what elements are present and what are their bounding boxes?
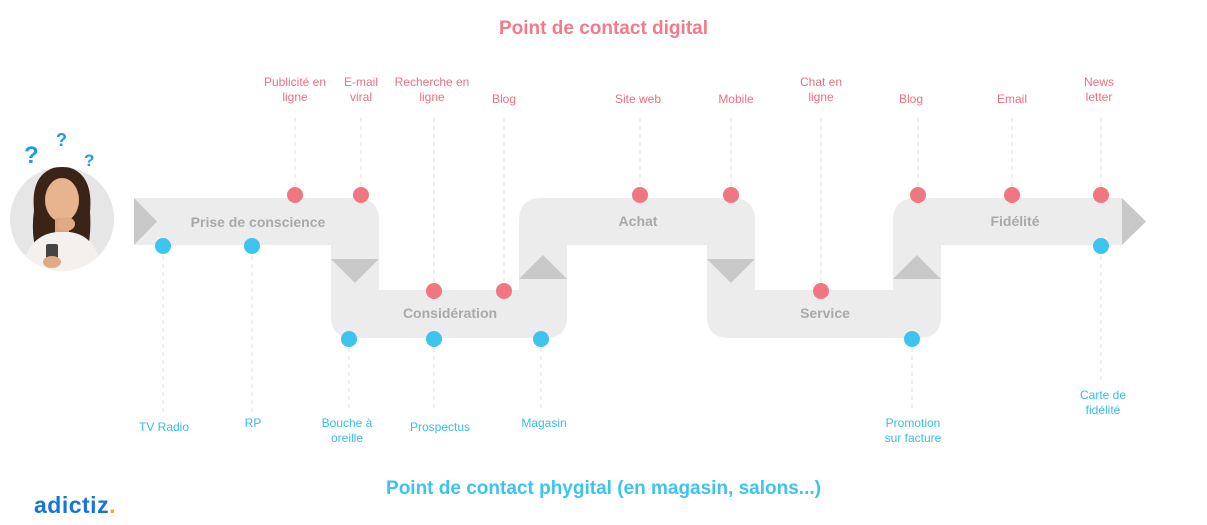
stage-prise-de-conscience: Prise de conscience [190, 214, 326, 230]
phygital-label-bouche: Bouche à oreille [321, 416, 373, 445]
digital-label-email-viral: E-mail viral [343, 75, 378, 104]
phygital-label-rp: RP [244, 416, 262, 430]
start-arrow [134, 198, 157, 245]
digital-label-newsletter: News letter [1083, 75, 1114, 104]
phygital-label-carte: Carte de fidélité [1079, 388, 1127, 417]
digital-dots [287, 187, 1109, 299]
phygital-dots [155, 238, 1109, 347]
question-mark-3: ? [84, 151, 95, 170]
digital-label-site-web: Site web [614, 92, 662, 106]
brand-dot: . [109, 492, 116, 518]
brand-name: adictiz [34, 492, 110, 518]
phygital-title: Point de contact phygital (en magasin, s… [386, 478, 821, 499]
up-arrow-2 [893, 255, 941, 279]
digital-label-recherche: Recherche en ligne [394, 75, 470, 104]
leader-lines [162, 118, 1102, 412]
stage-service: Service [800, 305, 850, 321]
digital-label-email: Email [996, 92, 1027, 106]
stage-fidelite: Fidélité [990, 213, 1040, 229]
adictiz-logo: adictiz. [34, 492, 116, 519]
digital-label-blog-1: Blog [491, 92, 517, 106]
stage-achat: Achat [618, 213, 658, 229]
question-mark-1: ? [24, 142, 39, 169]
digital-title: Point de contact digital [498, 18, 708, 39]
down-arrow-1 [331, 259, 379, 283]
phygital-label-tv-radio: TV Radio [138, 420, 190, 434]
question-mark-2: ? [56, 130, 67, 150]
avatar [10, 167, 114, 271]
digital-label-chat: Chat en ligne [799, 75, 843, 104]
stage-consideration: Considération [402, 305, 498, 321]
phygital-label-promotion: Promotion sur facture [884, 416, 942, 445]
direction-arrows [134, 198, 1146, 283]
phygital-label-magasin: Magasin [521, 416, 567, 430]
end-arrow [1122, 198, 1146, 245]
digital-label-blog-2: Blog [898, 92, 924, 106]
digital-label-mobile: Mobile [718, 92, 754, 106]
digital-label-publicite: Publicité en ligne [263, 75, 327, 104]
phygital-label-prospectus: Prospectus [409, 420, 471, 434]
up-arrow-1 [519, 255, 567, 279]
down-arrow-2 [707, 259, 755, 283]
